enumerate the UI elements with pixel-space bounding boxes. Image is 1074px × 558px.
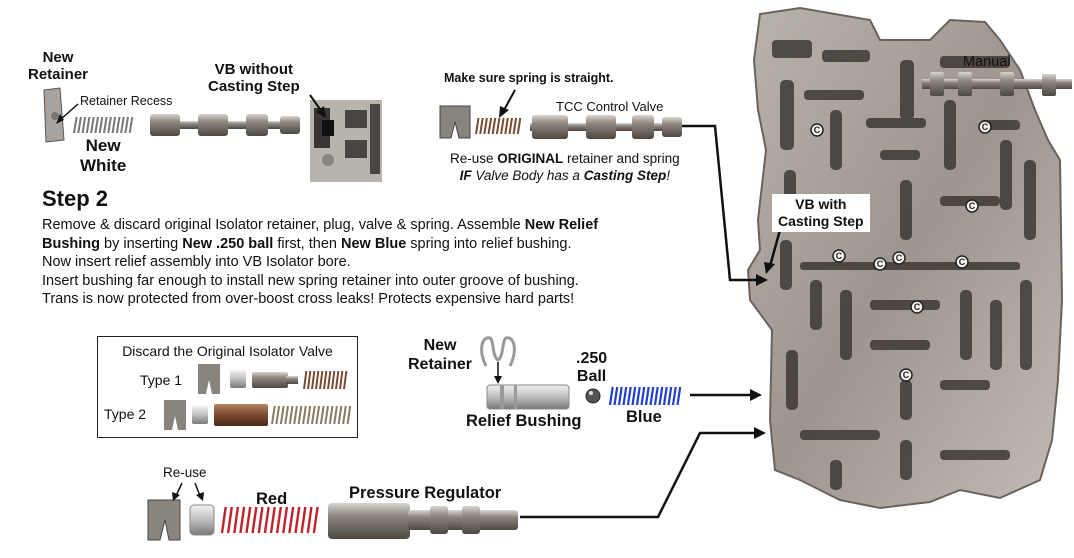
ball-250-line1: .250	[576, 350, 608, 367]
tcc-retainer	[439, 105, 471, 139]
new-white-spring	[73, 116, 134, 134]
retainer-recess-label: Retainer Recess	[80, 94, 173, 108]
pressure-regulator-label: Pressure Regulator	[349, 484, 502, 502]
vb-without-line1: VB without	[214, 61, 293, 78]
new-white-label-line1: New	[85, 136, 121, 155]
ball-250	[585, 388, 601, 404]
step-line-5: Trans is now protected from over-boost c…	[42, 291, 575, 308]
step-title: Step 2	[42, 186, 109, 211]
reuse-label: Re-use	[163, 465, 207, 480]
new-white-label-line2: White	[80, 156, 127, 175]
svg-text:C: C	[877, 259, 884, 269]
tcc-spring	[475, 117, 522, 135]
manual-valve	[922, 72, 1072, 96]
step-line-3: Now insert relief assembly into VB Isola…	[42, 254, 351, 271]
svg-text:C: C	[914, 302, 921, 312]
vb-with-line1: VB with	[795, 196, 847, 212]
reuse-original-note: Re-use ORIGINAL retainer and spring IF V…	[450, 150, 680, 184]
svg-text:C: C	[814, 125, 821, 135]
tcc-control-valve-spool	[530, 115, 682, 139]
step-line-2: Bushing by inserting New .250 ball first…	[42, 235, 572, 252]
svg-text:C: C	[896, 253, 903, 263]
red-spring-label: Red	[256, 490, 288, 508]
new-retainer-mid-label: New Retainer	[408, 336, 472, 374]
reuse-original-line1: Re-use ORIGINAL retainer and spring	[450, 151, 680, 166]
vb-without-casting-step-image	[310, 100, 382, 182]
svg-text:C: C	[969, 201, 976, 211]
vb-with-line2: Casting Step	[778, 213, 864, 229]
ball-250-line2: Ball	[576, 368, 607, 385]
svg-text:C: C	[959, 257, 966, 267]
blue-spring-label: Blue	[626, 408, 662, 426]
ball-250-label: .250 Ball	[576, 350, 607, 386]
relief-bushing-label: Relief Bushing	[466, 412, 582, 430]
pressure-regulator-valve	[328, 503, 518, 539]
svg-text:C: C	[903, 370, 910, 380]
svg-text:C: C	[982, 122, 989, 132]
tcc-control-valve-label: TCC Control Valve	[556, 99, 664, 114]
red-spring	[220, 506, 319, 534]
new-retainer-label-line2: Retainer	[28, 65, 89, 83]
new-retainer-mid-line2: Retainer	[408, 356, 473, 373]
step-line-1: Remove & discard original Isolator retai…	[42, 217, 599, 233]
manual-label: Manual	[963, 54, 1011, 70]
casting-marks: C C C C C C C C C	[810, 120, 992, 382]
relief-bushing-part	[486, 384, 570, 410]
discard-box-title: Discard the Original Isolator Valve	[122, 343, 333, 359]
new-retainer-clip	[480, 336, 516, 367]
discard-isolator-box: Discard the Original Isolator Valve	[97, 336, 358, 438]
step-instructions: Remove & discard original Isolator retai…	[42, 216, 598, 309]
new-retainer-mid-line1: New	[423, 337, 457, 354]
vb-without-line2: Casting Step	[208, 78, 300, 95]
new-white-label: New White	[80, 136, 126, 176]
new-retainer-label-line1: New	[42, 49, 74, 66]
top-valve-spool	[150, 114, 300, 136]
type1-parts	[198, 364, 348, 394]
vb-without-casting-step-label: VB without Casting Step	[208, 61, 300, 95]
svg-text:C: C	[836, 251, 843, 261]
type2-parts	[164, 400, 352, 430]
pr-retainer	[147, 499, 181, 541]
type1-label: Type 1	[140, 372, 183, 388]
make-sure-spring-label: Make sure spring is straight.	[444, 71, 614, 85]
step-line-4: Insert bushing far enough to install new…	[42, 272, 579, 289]
blue-spring	[608, 386, 682, 406]
pr-plug	[189, 504, 215, 536]
new-retainer-label: New Retainer	[28, 49, 89, 83]
type2-label: Type 2	[104, 406, 147, 422]
vb-with-casting-step-callout: VB with Casting Step	[772, 194, 870, 232]
reuse-original-line2: IF Valve Body has a Casting Step!	[459, 168, 670, 183]
